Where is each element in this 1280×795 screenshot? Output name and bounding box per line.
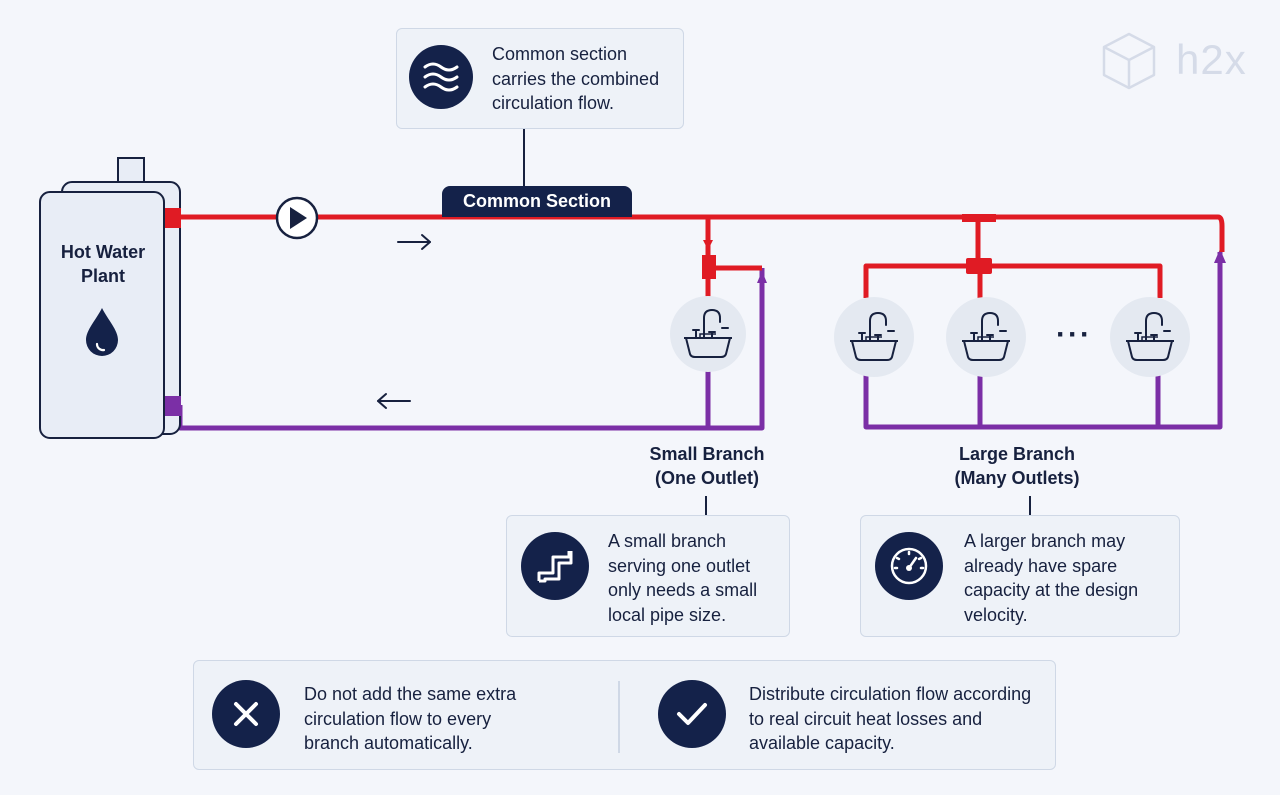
large-branch-label-line: (Many Outlets) xyxy=(954,468,1080,488)
callout-common-line: Common section xyxy=(492,44,628,64)
plant-label-line2: Plant xyxy=(80,266,125,286)
tee-small-branch xyxy=(702,255,716,279)
large-branch-callout-line: velocity. xyxy=(964,604,1028,625)
large-branch-label-line: Large Branch xyxy=(958,444,1076,464)
droplet-icon xyxy=(86,308,118,356)
tee-large-top xyxy=(962,214,996,222)
small-branch-label-line: (One Outlet) xyxy=(655,468,759,488)
valve-small-branch xyxy=(703,240,713,250)
callout-common-text: Common section carries the combined circ… xyxy=(492,42,659,116)
guidance-dont-text: Do not add the same extra circulation fl… xyxy=(304,682,516,756)
small-branch-label-line: Small Branch xyxy=(649,444,765,464)
return-direction-arrow xyxy=(377,393,411,409)
tee-large-mid xyxy=(966,258,992,274)
outlet-large-3 xyxy=(1110,297,1190,377)
large-branch-label: Large Branch (Many Outlets) xyxy=(935,442,1099,490)
small-branch-callout-line: serving one outlet xyxy=(608,555,751,576)
callout-large-branch: A larger branch may already have spare c… xyxy=(860,515,1180,637)
check-icon xyxy=(658,680,726,748)
callout-common-line: carries the combined xyxy=(492,68,660,89)
plant-label: Hot Water Plant xyxy=(44,240,162,288)
guidance-do-text: Distribute circulation flow according to… xyxy=(749,682,1031,756)
guidance-divider xyxy=(618,681,620,753)
guidance-dont-line: branch automatically. xyxy=(304,733,473,753)
outlet-small-branch xyxy=(670,296,746,372)
gauge-icon xyxy=(875,532,943,600)
plant-label-line1: Hot Water xyxy=(60,242,146,262)
guidance-do-line: to real circuit heat losses and xyxy=(749,708,983,729)
pipe-icon xyxy=(521,532,589,600)
hot-water-plant xyxy=(39,157,181,439)
return-arrowhead-large xyxy=(1214,249,1226,263)
guidance-dont-line: Do not add the same extra xyxy=(304,684,517,704)
small-branch-callout-text: A small branch serving one outlet only n… xyxy=(608,529,757,627)
large-branch-callout-line: A larger branch may xyxy=(964,531,1126,551)
plant-flow-port xyxy=(165,208,181,228)
large-branch-callout-line: capacity at the design xyxy=(964,580,1139,600)
callout-small-branch: A small branch serving one outlet only n… xyxy=(506,515,790,637)
callout-common-line: circulation flow. xyxy=(492,93,615,113)
flow-pipes xyxy=(180,214,1225,298)
guidance-dont-line: circulation flow to every xyxy=(304,708,492,729)
small-branch-label: Small Branch (One Outlet) xyxy=(630,442,784,490)
h2x-logo-icon xyxy=(1102,32,1156,90)
x-icon xyxy=(212,680,280,748)
small-branch-callout-line: only needs a small xyxy=(608,580,758,600)
small-branch-callout-line: local pipe size. xyxy=(608,604,727,625)
more-outlets-ellipsis: ··· xyxy=(1056,318,1092,351)
flow-direction-arrow xyxy=(397,234,431,250)
waves-icon xyxy=(409,45,473,109)
logo-text: h2x xyxy=(1176,36,1247,83)
guidance-do-line: available capacity. xyxy=(749,733,895,753)
callout-common-section: Common section carries the combined circ… xyxy=(396,28,684,129)
pump-icon xyxy=(275,196,319,240)
guidance-do-line: Distribute circulation flow according xyxy=(749,684,1032,704)
large-branch-callout-text: A larger branch may already have spare c… xyxy=(964,529,1138,627)
plant-return-port xyxy=(165,396,181,416)
return-arrowhead-small xyxy=(757,271,767,283)
outlet-large-1 xyxy=(834,297,914,377)
guidance-card: Do not add the same extra circulation fl… xyxy=(193,660,1056,770)
common-section-label: Common Section xyxy=(442,186,632,217)
large-branch-callout-line: already have spare xyxy=(964,555,1118,576)
outlet-large-2 xyxy=(946,297,1026,377)
small-branch-callout-line: A small branch xyxy=(608,531,727,551)
